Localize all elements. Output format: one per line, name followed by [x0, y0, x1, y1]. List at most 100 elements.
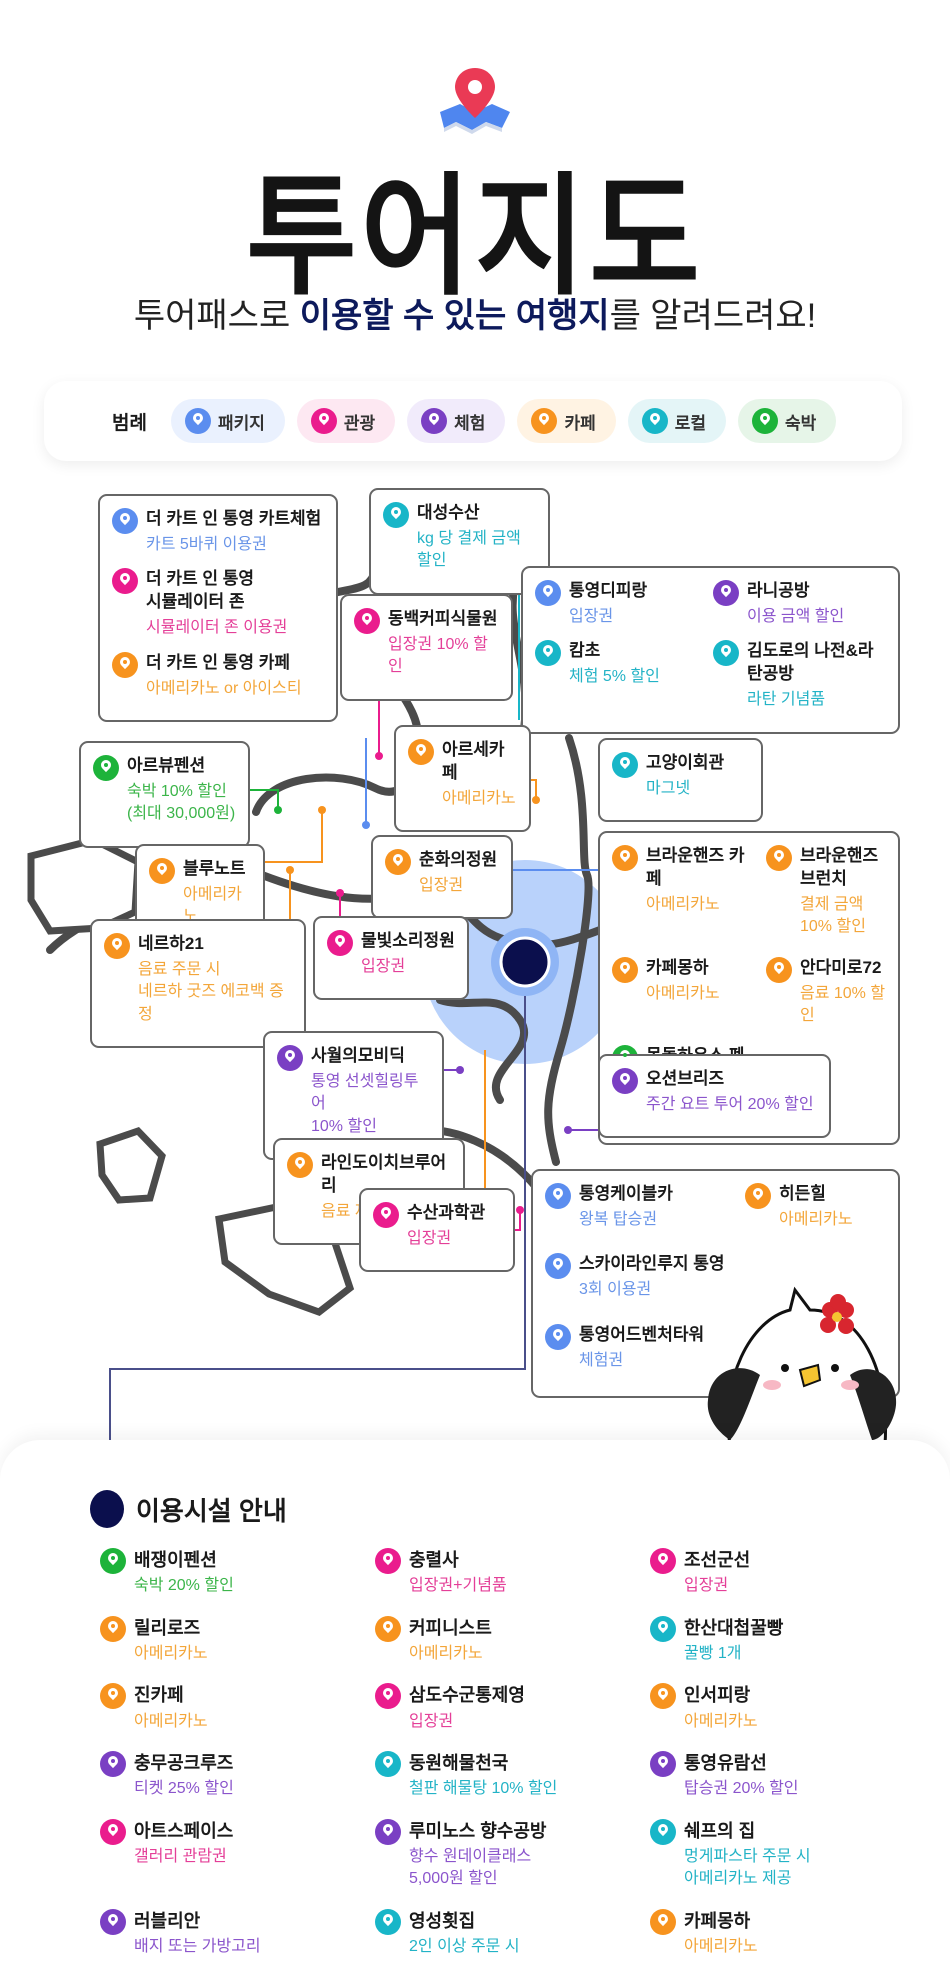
legend-tour[interactable]: 관광 — [296, 399, 396, 443]
stay-pin-icon — [752, 408, 779, 434]
cafe-pin-icon — [745, 1183, 771, 1209]
page-subtitle: 투어패스로 이용할 수 있는 여행지를 알려드려요! — [0, 288, 950, 337]
tour-pin-icon — [327, 930, 353, 956]
legend-stay[interactable]: 숙박 — [738, 399, 837, 443]
place-name: 러블리안 — [134, 1910, 201, 1931]
place-name: 배쟁이펜션 — [134, 1550, 217, 1570]
center-marker[interactable] — [499, 936, 551, 988]
legend-title: 범례 — [112, 412, 147, 434]
legend-cafe[interactable]: 카페 — [517, 399, 616, 443]
place-benefit: 아메리카노 — [134, 1644, 208, 1662]
place-name: 동원해물천국 — [409, 1753, 509, 1774]
experience-pin-icon — [100, 1751, 126, 1778]
legend-local[interactable]: 로컬 — [627, 399, 727, 443]
place-name: 커피니스트 — [409, 1617, 492, 1638]
place-name: 삼도수군통제영 — [409, 1685, 525, 1706]
cafe-pin-icon — [650, 1908, 676, 1935]
place-benefit: 2인 이상 주문 시 — [409, 1938, 520, 1956]
experience-pin-icon — [375, 1818, 401, 1845]
place-benefit: 입장권 — [569, 607, 614, 625]
place-benefit: 입장권 — [419, 876, 464, 894]
package-pin-icon — [545, 1253, 571, 1280]
experience-pin-icon — [100, 1908, 126, 1935]
legend-package[interactable]: 패키지 — [170, 399, 285, 443]
place-benefit: 체험 5% 할인 — [569, 668, 660, 686]
facilities-panel — [0, 1440, 950, 1973]
place-benefit: 결제 금액 10% 할인 — [800, 895, 866, 936]
place-benefit: 갤러리 관람권 — [134, 1848, 227, 1866]
place-benefit: 티켓 25% 할인 — [134, 1780, 234, 1798]
place-benefit: 철판 해물탕 10% 할인 — [409, 1780, 558, 1798]
legend: 범례 패키지 관광 체험 카페 로컬 숙박 — [44, 381, 902, 461]
tour-pin-icon — [310, 408, 337, 434]
place-benefit: 아메리카노 — [442, 789, 516, 807]
place-name: 카페몽하 — [646, 957, 709, 977]
place-benefit: 음료 주문 시 네르하 굿즈 에코백 증정 — [138, 960, 284, 1023]
place-item[interactable]: 네르하21 음료 주문 시 네르하 굿즈 에코백 증정 — [104, 933, 292, 1026]
legend-experience[interactable]: 체험 — [407, 399, 506, 443]
place-benefit: 아메리카노 — [684, 1712, 758, 1730]
local-pin-icon — [375, 1751, 401, 1778]
section-dot-icon — [90, 1490, 124, 1528]
place-benefit: 아메리카노 — [134, 1712, 208, 1730]
place-name: 물빛소리정원 — [361, 931, 455, 950]
place-benefit: 아메리카노 — [646, 895, 720, 913]
local-pin-icon — [375, 1908, 401, 1935]
place-name: 통영케이블카 — [579, 1184, 673, 1203]
place-name: 충렬사 — [409, 1550, 459, 1570]
tour-pin-icon — [375, 1683, 401, 1710]
place-benefit: 이용 금액 할인 — [747, 607, 845, 625]
place-name: 네르하21 — [138, 934, 204, 953]
place-name: 사월의모비딕 — [311, 1046, 405, 1065]
place-name: 쉐프의 집 — [684, 1820, 756, 1841]
